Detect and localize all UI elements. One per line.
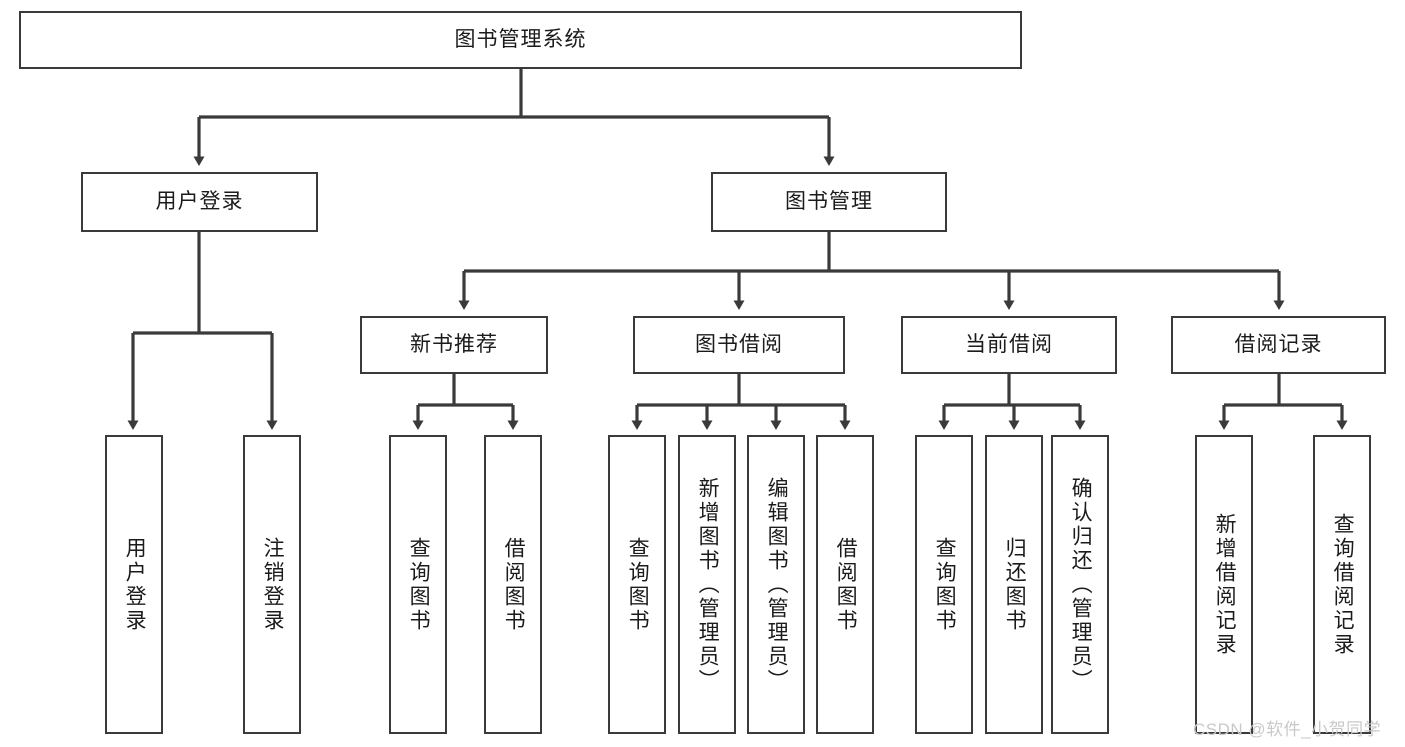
node-label: 新增图书（管理员） xyxy=(696,476,720,693)
leaf-logout-login[interactable]: 注销登录 xyxy=(243,435,301,734)
leaf-return-book[interactable]: 归还图书 xyxy=(985,435,1043,734)
leaf-user-login[interactable]: 用户登录 xyxy=(105,435,163,734)
node-label: 借阅图书 xyxy=(502,536,526,633)
node-book-borrow[interactable]: 图书借阅 xyxy=(633,316,845,374)
node-label: 借阅记录 xyxy=(1234,333,1323,357)
leaf-confirm-return[interactable]: 确认归还（管理员） xyxy=(1051,435,1109,734)
node-label: 新增借阅记录 xyxy=(1213,512,1237,657)
node-label: 注销登录 xyxy=(261,536,285,633)
leaf-add-borrow-record[interactable]: 新增借阅记录 xyxy=(1195,435,1253,734)
node-label: 当前借阅 xyxy=(965,333,1053,357)
leaf-borrow-book-recommend[interactable]: 借阅图书 xyxy=(484,435,542,734)
node-new-book-recommend[interactable]: 新书推荐 xyxy=(360,316,548,374)
leaf-query-book-current[interactable]: 查询图书 xyxy=(915,435,973,734)
node-root-system[interactable]: 图书管理系统 xyxy=(19,11,1022,69)
node-user-login[interactable]: 用户登录 xyxy=(81,172,318,232)
leaf-query-book-borrow[interactable]: 查询图书 xyxy=(608,435,666,734)
node-book-management[interactable]: 图书管理 xyxy=(711,172,947,232)
csdn-watermark: CSDN @软件_小贺同学 xyxy=(1193,720,1382,739)
node-label: 查询图书 xyxy=(626,536,650,633)
node-borrow-record[interactable]: 借阅记录 xyxy=(1171,316,1386,374)
node-label: 新书推荐 xyxy=(410,333,498,357)
node-label: 查询图书 xyxy=(933,536,957,633)
node-label: 用户登录 xyxy=(123,536,147,633)
leaf-borrow-book[interactable]: 借阅图书 xyxy=(816,435,874,734)
node-label: 编辑图书（管理员） xyxy=(765,476,789,693)
node-label: 图书管理 xyxy=(785,190,873,214)
node-label: 归还图书 xyxy=(1003,536,1027,633)
leaf-edit-book[interactable]: 编辑图书（管理员） xyxy=(747,435,805,734)
node-label: 图书借阅 xyxy=(695,333,783,357)
leaf-query-book-recommend[interactable]: 查询图书 xyxy=(389,435,447,734)
node-label: 确认归还（管理员） xyxy=(1069,476,1093,693)
node-label: 借阅图书 xyxy=(834,536,858,633)
leaf-query-borrow-record[interactable]: 查询借阅记录 xyxy=(1313,435,1371,734)
node-current-borrow[interactable]: 当前借阅 xyxy=(901,316,1117,374)
node-label: 查询图书 xyxy=(407,536,431,633)
node-label: 查询借阅记录 xyxy=(1331,512,1355,657)
node-label: 用户登录 xyxy=(155,190,244,214)
node-label: 图书管理系统 xyxy=(454,28,587,52)
leaf-add-book[interactable]: 新增图书（管理员） xyxy=(678,435,736,734)
